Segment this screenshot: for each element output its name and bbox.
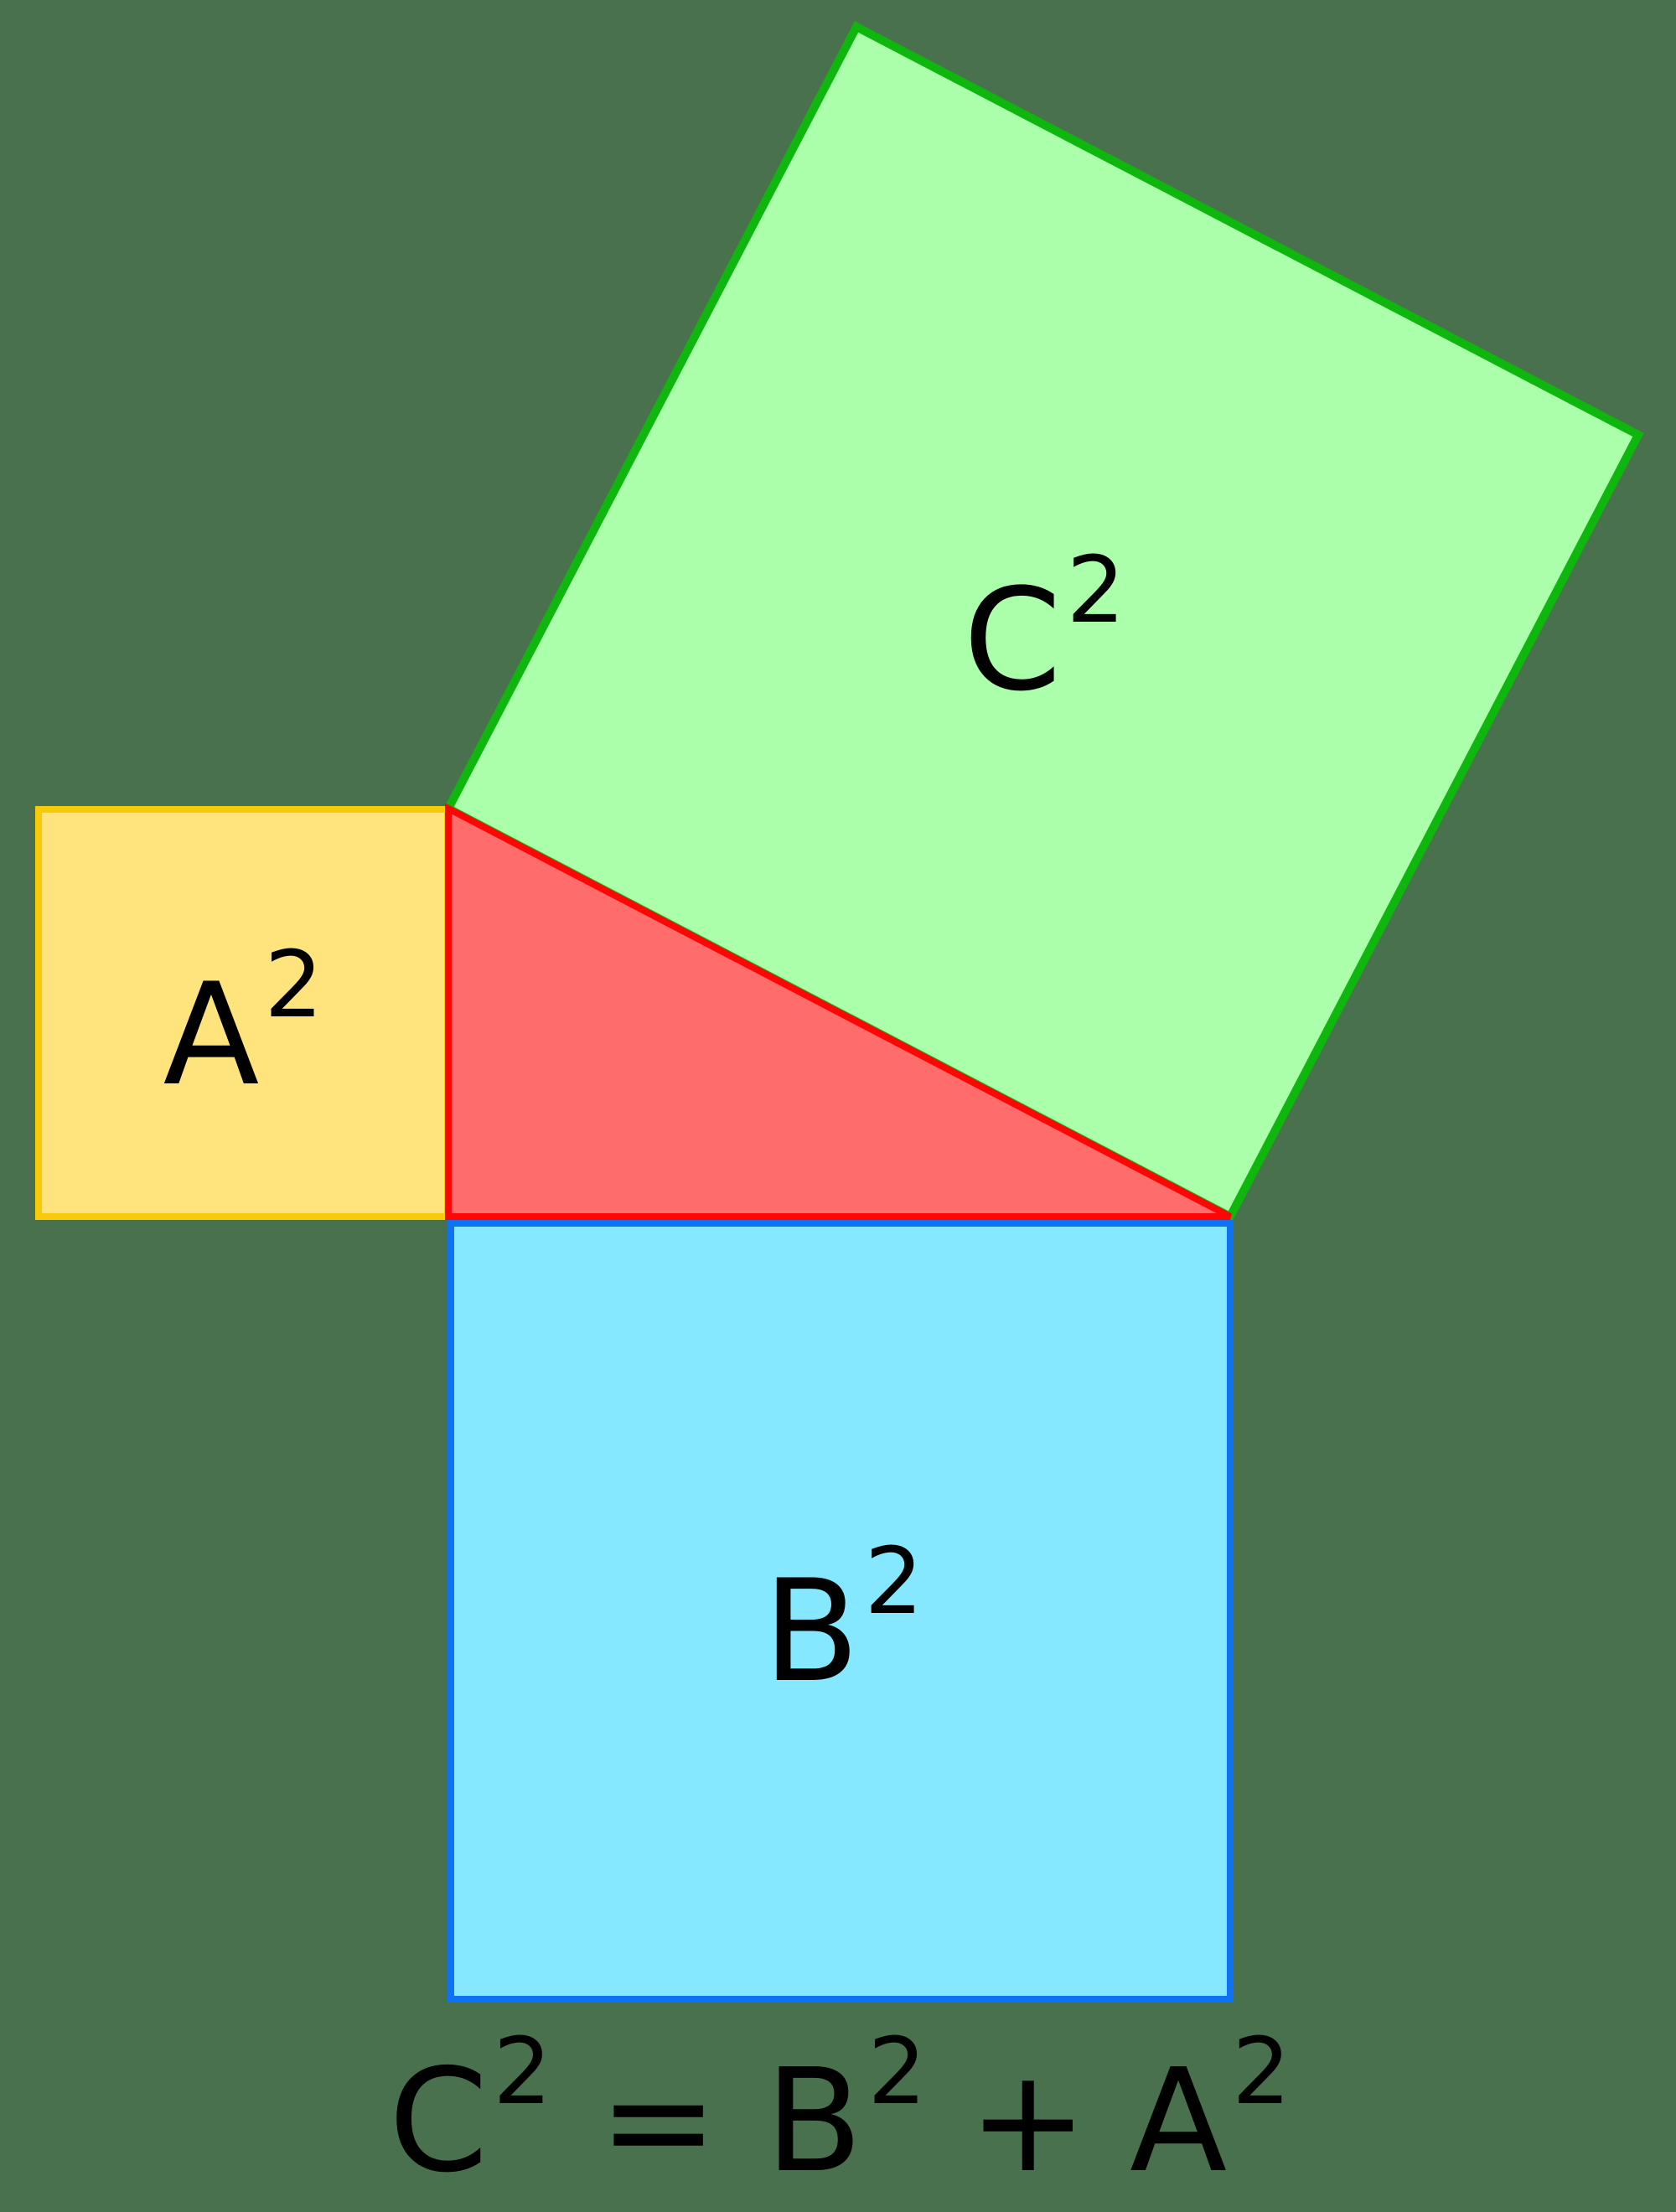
formula-term2-exponent: 2 <box>1232 2018 1291 2125</box>
square-a-label-exponent: 2 <box>264 931 323 1038</box>
formula-lhs-exponent: 2 <box>493 2018 551 2125</box>
diagram-labels: C2 A2 B2 C2=B2+A2 <box>163 536 1291 2204</box>
square-a-label: A2 <box>163 931 323 1117</box>
square-b-leg <box>447 1220 1234 2003</box>
formula-caption: C2=B2+A2 <box>389 2018 1291 2204</box>
square-b-label-exponent: 2 <box>865 1527 923 1635</box>
square-c-label-exponent: 2 <box>1067 536 1125 643</box>
square-c-label-base: C <box>963 558 1061 722</box>
formula-equals-sign: = <box>598 2039 717 2204</box>
square-b-label: B2 <box>763 1527 923 1713</box>
formula-lhs: C <box>389 2039 489 2204</box>
formula-term1: B <box>765 2039 863 2204</box>
formula-term2: A <box>1130 2039 1227 2204</box>
formula-plus-sign: + <box>969 2039 1088 2204</box>
square-b-label-base: B <box>763 1549 859 1713</box>
square-a-leg <box>35 806 451 1220</box>
formula-term1-exponent: 2 <box>868 2018 927 2125</box>
square-a-label-base: A <box>163 953 260 1117</box>
square-c-label: C2 <box>963 536 1125 722</box>
right-triangle <box>445 803 1232 1220</box>
